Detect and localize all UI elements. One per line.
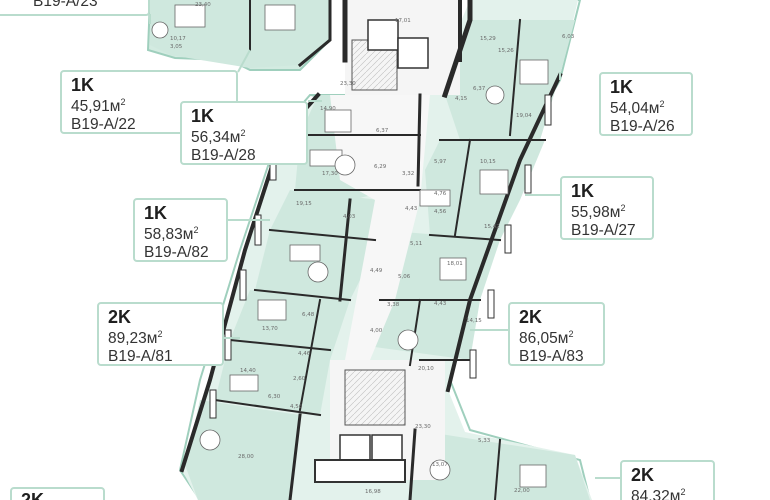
svg-text:6,37: 6,37 — [473, 86, 486, 92]
svg-text:4,03: 4,03 — [343, 214, 356, 220]
building-core — [314, 0, 460, 483]
svg-text:4,43: 4,43 — [405, 206, 418, 212]
svg-text:14,90: 14,90 — [320, 106, 336, 112]
apartment-type: 2K — [108, 307, 132, 327]
apartment-area: 86,05м2 — [519, 328, 574, 347]
svg-text:23,30: 23,30 — [415, 424, 431, 430]
svg-text:10,17: 10,17 — [170, 36, 186, 42]
svg-text:22,00: 22,00 — [514, 488, 530, 494]
apartment-area: 55,98м2 — [571, 202, 626, 221]
apartment-label-b19-a-84[interactable]: 2K 84,32м2 — [620, 460, 715, 500]
svg-text:4,15: 4,15 — [455, 96, 468, 102]
svg-text:17,01: 17,01 — [395, 18, 411, 24]
svg-text:15,26: 15,26 — [498, 48, 514, 54]
svg-text:5,11: 5,11 — [410, 241, 422, 247]
svg-text:5,33: 5,33 — [478, 438, 491, 444]
apartment-label-b19-a-81[interactable]: 2K 89,23м2 B19-A/81 — [97, 302, 224, 366]
svg-text:28,00: 28,00 — [238, 454, 254, 460]
apartment-code: B19-A/27 — [571, 222, 636, 240]
apartment-type: 1K — [571, 181, 595, 201]
apartment-type: 1K — [610, 77, 634, 97]
svg-text:2,60: 2,60 — [293, 376, 306, 382]
apartment-label-b19-a-23[interactable]: B19-A/23 — [0, 0, 150, 16]
svg-text:6,29: 6,29 — [374, 164, 387, 170]
svg-text:6,37: 6,37 — [376, 128, 389, 134]
apartment-type: 2K — [21, 490, 45, 500]
apartment-label-b19-a-28[interactable]: 1K 56,34м2 B19-A/28 — [180, 101, 308, 165]
svg-text:18,01: 18,01 — [447, 261, 463, 267]
svg-text:10,15: 10,15 — [480, 159, 496, 165]
apartment-label-b19-a-26[interactable]: 1K 54,04м2 B19-A/26 — [599, 72, 693, 136]
svg-text:23,30: 23,30 — [340, 81, 356, 87]
apartment-code: B19-A/28 — [191, 147, 256, 165]
svg-text:4,76: 4,76 — [434, 191, 447, 197]
svg-text:19,04: 19,04 — [516, 113, 532, 119]
room-area-labels: 17,01 23,30 23,30 16,98 10,17 3,05 23,40… — [170, 2, 575, 495]
apartment-type: 1K — [71, 75, 95, 95]
apartment-area: 89,23м2 — [108, 328, 163, 347]
svg-text:6,30: 6,30 — [268, 394, 281, 400]
apartment-type: 1K — [144, 203, 168, 223]
svg-text:4,00: 4,00 — [370, 328, 383, 334]
svg-text:4,46: 4,46 — [298, 351, 311, 357]
apartment-area: 54,04м2 — [610, 98, 665, 117]
windows — [209, 94, 552, 419]
apartment-code: B19-A/26 — [610, 118, 675, 136]
svg-text:3,05: 3,05 — [170, 44, 183, 50]
svg-text:16,98: 16,98 — [365, 489, 381, 495]
apartment-type: 1K — [191, 106, 215, 126]
svg-text:4,49: 4,49 — [370, 268, 383, 274]
apartment-code: B19-A/23 — [33, 0, 98, 10]
furniture — [151, 4, 549, 488]
apartment-area: 56,34м2 — [191, 127, 246, 146]
svg-text:17,30: 17,30 — [322, 171, 338, 177]
svg-text:3,32: 3,32 — [402, 171, 414, 177]
apartment-type: 2K — [631, 465, 655, 485]
svg-text:14,15: 14,15 — [466, 318, 482, 324]
svg-text:4,56: 4,56 — [290, 404, 303, 410]
apartment-label-b19-a-82[interactable]: 1K 58,83м2 B19-A/82 — [133, 198, 228, 262]
svg-text:19,15: 19,15 — [296, 201, 312, 207]
apartment-label-b19-a-83[interactable]: 2K 86,05м2 B19-A/83 — [508, 302, 605, 366]
apartment-area: 84,32м2 — [631, 486, 686, 500]
svg-text:4,56: 4,56 — [434, 209, 447, 215]
apartment-code: B19-A/22 — [71, 116, 136, 134]
svg-text:13,70: 13,70 — [262, 326, 278, 332]
svg-text:15,29: 15,29 — [480, 36, 496, 42]
apartment-code: B19-A/83 — [519, 348, 584, 366]
apartment-area: 58,83м2 — [144, 224, 199, 243]
svg-text:14,40: 14,40 — [240, 368, 256, 374]
svg-text:5,97: 5,97 — [434, 159, 447, 165]
svg-text:20,10: 20,10 — [418, 366, 434, 372]
apartment-area: 45,91м2 — [71, 96, 126, 115]
corridor — [330, 95, 430, 360]
apartment-code: B19-A/82 — [144, 244, 209, 262]
apartment-label-partial-bottom-left[interactable]: 2K — [10, 487, 105, 500]
svg-text:5,06: 5,06 — [398, 274, 411, 280]
svg-text:3,38: 3,38 — [387, 302, 400, 308]
svg-text:4,43: 4,43 — [434, 301, 447, 307]
apartment-code: B19-A/81 — [108, 348, 173, 366]
svg-text:6,03: 6,03 — [562, 34, 575, 40]
svg-text:23,40: 23,40 — [195, 2, 211, 8]
svg-text:6,48: 6,48 — [302, 312, 315, 318]
svg-text:13,07: 13,07 — [432, 462, 448, 468]
apartment-type: 2K — [519, 307, 543, 327]
apartment-label-b19-a-27[interactable]: 1K 55,98м2 B19-A/27 — [560, 176, 654, 240]
svg-text:15,42: 15,42 — [484, 224, 500, 230]
